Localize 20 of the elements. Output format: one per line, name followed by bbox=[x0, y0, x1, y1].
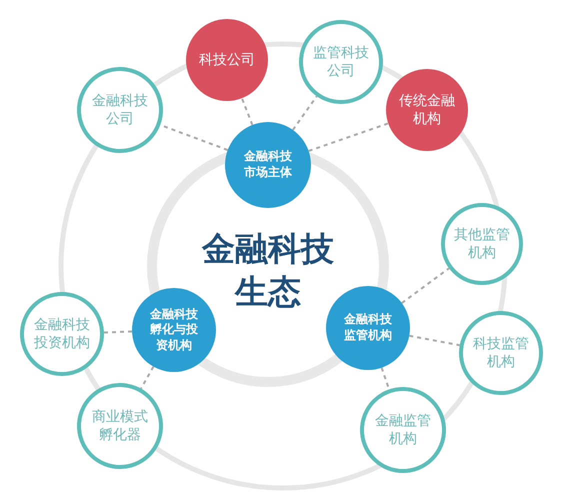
dashed-connector bbox=[104, 330, 132, 334]
category-circle: 金融科技监管机构 bbox=[326, 286, 410, 370]
dashed-connector bbox=[292, 96, 318, 130]
entity-circle: 科技监管机构 bbox=[459, 311, 543, 395]
highlight-circle: 科技公司 bbox=[186, 19, 268, 101]
category-circle: 金融科技市场主体 bbox=[225, 122, 311, 208]
entity-circle: 其他监管机构 bbox=[441, 203, 523, 285]
entity-circle: 监管科技公司 bbox=[299, 20, 383, 104]
entity-circle: 商业模式孵化器 bbox=[77, 383, 163, 469]
dashed-connector bbox=[140, 366, 154, 390]
dashed-connector bbox=[380, 367, 390, 390]
highlight-circle: 传统金融机构 bbox=[386, 69, 468, 151]
entity-circle: 金融监管机构 bbox=[360, 387, 446, 473]
dashed-connector bbox=[401, 268, 450, 304]
category-circle: 金融科技孵化与投资机构 bbox=[132, 288, 216, 372]
dashed-connector bbox=[409, 334, 460, 346]
entity-circle: 金融科技投资机构 bbox=[20, 292, 104, 376]
dashed-connector bbox=[308, 122, 389, 152]
dashed-connector bbox=[240, 98, 254, 126]
entity-circle: 金融科技公司 bbox=[77, 67, 163, 153]
